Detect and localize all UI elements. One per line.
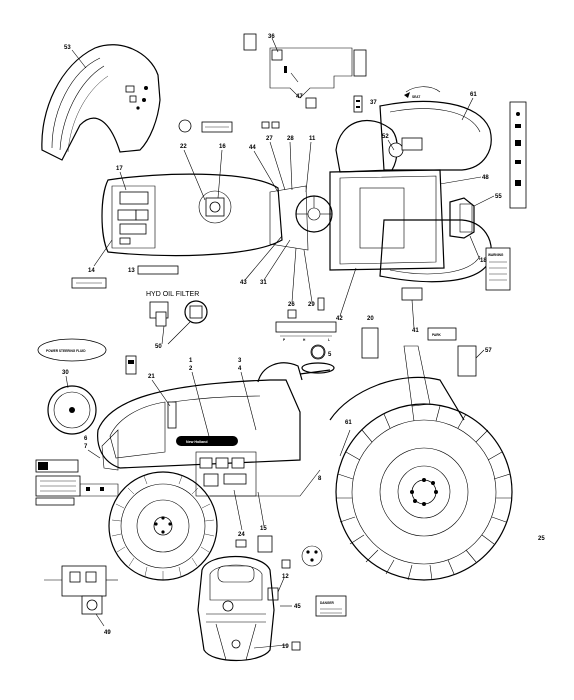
rear-tread — [336, 405, 512, 581]
callout-6: 6 — [84, 436, 88, 442]
svg-text:L: L — [328, 338, 330, 342]
svg-text:PARK: PARK — [432, 333, 441, 337]
svg-text:P: P — [283, 338, 286, 342]
callout-4: 4 — [238, 366, 242, 372]
callout-24: 24 — [238, 532, 245, 538]
callout-19: 49 — [104, 630, 111, 636]
callout-22: 22 — [180, 144, 187, 150]
callout-16: 16 — [219, 144, 226, 150]
callout-45: 45 — [294, 604, 301, 610]
callout-36: 36 — [268, 34, 275, 40]
callout-37: 37 — [370, 100, 377, 106]
fender-decal-group: 53 — [41, 44, 161, 161]
callout-55: 55 — [495, 194, 502, 200]
danger-decal-text: DANGER — [320, 601, 335, 605]
callout-3: 3 — [238, 358, 242, 364]
callout-1: 1 — [189, 358, 193, 364]
callout-41: 41 — [412, 328, 419, 334]
callout-7: 7 — [84, 444, 88, 450]
callout-18: 18 — [480, 258, 487, 264]
callout-17: 17 — [116, 166, 123, 172]
front-tread — [111, 475, 215, 580]
callout-28: 28 — [287, 136, 294, 142]
callout-42: 42 — [336, 316, 343, 322]
cab-decal-strip: 36 37 47 SEAT — [178, 33, 441, 133]
power-steering-fluid-decal: POWER STEERING FLUID 30 — [37, 338, 107, 435]
seat-decal-text: SEAT — [412, 95, 420, 99]
hyd-oil-filter-group: HYD OIL FILTER 50 — [146, 291, 208, 350]
callout-12: 12 — [282, 574, 289, 580]
callout-44: 44 — [249, 145, 256, 151]
callout-57: 57 — [485, 348, 492, 354]
bottom-decal-group: 49 12 45 DANGER 19 25 — [44, 536, 545, 662]
callout-15: 15 — [260, 526, 267, 532]
callout-13: 13 — [128, 268, 135, 274]
new-holland-logo-text: New Holland — [186, 440, 208, 444]
callout-30: 30 — [62, 370, 69, 376]
callout-20: 20 — [367, 316, 374, 322]
warning-decal-text: WARNING — [488, 253, 504, 257]
callout-47: 47 — [296, 94, 303, 100]
callout-53: 53 — [64, 45, 71, 51]
callout-48: 48 — [482, 175, 489, 181]
callout-26: 26 — [288, 302, 295, 308]
callout-11: 11 — [309, 136, 316, 142]
callout-23: 19 — [282, 644, 289, 650]
hyd-oil-filter-label: HYD OIL FILTER — [146, 291, 199, 298]
callout-52: 52 — [382, 134, 389, 140]
callout-61: 61 — [470, 92, 477, 98]
callout-61b: 61 — [345, 420, 352, 426]
callout-5: 5 — [328, 352, 332, 358]
callout-49: 25 — [538, 536, 545, 542]
tractor-side-view: New Holland 5 — [35, 345, 513, 581]
callout-14: 14 — [88, 268, 95, 274]
callout-2: 2 — [189, 366, 193, 372]
callout-43: 43 — [240, 280, 247, 286]
callout-29: 29 — [308, 302, 315, 308]
callout-21: 21 — [148, 374, 155, 380]
svg-text:H: H — [303, 338, 306, 342]
callout-8: 8 — [318, 476, 322, 482]
callout-50: 50 — [155, 344, 162, 350]
tractor-top-view: WARNING 61 52 22 16 27 28 11 44 17 48 55… — [71, 92, 527, 334]
callout-31: 31 — [260, 280, 267, 286]
power-steering-fluid-text: POWER STEERING FLUID — [46, 349, 86, 353]
callout-27: 27 — [266, 136, 273, 142]
